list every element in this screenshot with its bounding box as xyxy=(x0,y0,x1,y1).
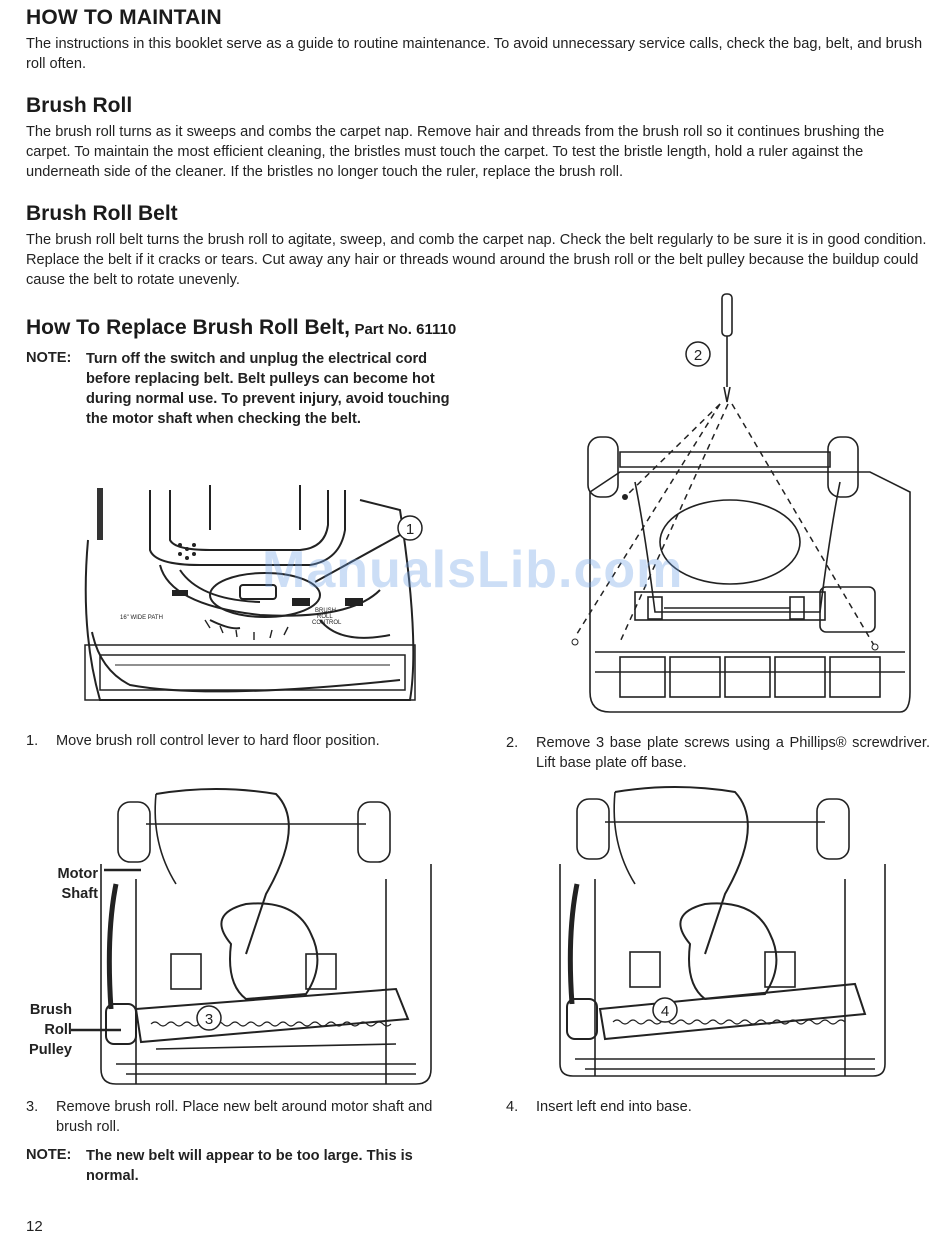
brush-roll-pulley-label-line2: Roll xyxy=(44,1022,72,1038)
figure-2-base-plate-screws: 2 xyxy=(571,293,911,713)
brush-roll-control-label-line2: ROLL xyxy=(317,614,333,620)
brush-roll-pulley-label: Brush Roll Pulley xyxy=(16,1000,72,1060)
wide-path-label: 16" WIDE PATH xyxy=(120,615,163,621)
callout-4-circle xyxy=(652,997,678,1023)
note-text: Turn off the switch and unplug the elect… xyxy=(86,351,450,427)
step-1-text: Move brush roll control lever to hard fl… xyxy=(56,733,380,749)
motor-shaft-label-line1: Motor xyxy=(57,866,98,882)
callout-4-number: 4 xyxy=(661,1003,669,1020)
figure-4-insert-left-end: 4 xyxy=(559,786,886,1077)
brush-roll-control-label-line3: CONTROL xyxy=(312,620,342,626)
page-title: HOW TO MAINTAIN xyxy=(26,6,222,29)
step-1-number: 1. xyxy=(26,733,39,749)
brush-roll-pulley-label-line1: Brush xyxy=(29,1002,72,1018)
step-2-text: Remove 3 base plate screws using a Phill… xyxy=(536,735,930,771)
motor-shaft-label: Motor Shaft xyxy=(40,864,98,904)
figure-3-remove-brush-roll: 3 xyxy=(71,788,432,1085)
callout-3-circle xyxy=(196,1005,222,1031)
note2-label: NOTE: xyxy=(26,1147,72,1163)
callout-2-circle xyxy=(685,341,711,367)
replace-heading: How To Replace Brush Roll Belt, Part No.… xyxy=(26,316,456,340)
watermark: ManualsLib.com xyxy=(262,541,684,599)
brush-roll-control-label-line1: BRUSH xyxy=(315,608,336,614)
callout-1-number: 1 xyxy=(406,521,414,538)
figure-1-brush-roll-control: 16" WIDE PATH BRUSH ROLL CONTROL 1 xyxy=(84,485,423,701)
note-label: NOTE: xyxy=(26,350,72,366)
brush-roll-belt-paragraph: The brush roll belt turns the brush roll… xyxy=(26,232,927,288)
motor-shaft-label-line2: Shaft xyxy=(61,886,98,902)
page-number: 12 xyxy=(26,1218,43,1235)
replace-heading-title: How To Replace Brush Roll Belt, xyxy=(26,316,350,339)
callout-2-number: 2 xyxy=(694,347,702,364)
brush-roll-heading: Brush Roll xyxy=(26,94,133,117)
step-4-number: 4. xyxy=(506,1099,519,1115)
intro-paragraph: The instructions in this booklet serve a… xyxy=(26,36,923,72)
callout-1-circle xyxy=(397,515,423,541)
note2-text: The new belt will appear to be too large… xyxy=(86,1148,413,1184)
part-number: Part No. 61110 xyxy=(354,321,457,338)
step-3-text: Remove brush roll. Place new belt around… xyxy=(56,1099,433,1135)
step-3-number: 3. xyxy=(26,1099,39,1115)
brush-roll-pulley-label-line3: Pulley xyxy=(29,1042,72,1058)
step-2-number: 2. xyxy=(506,735,519,751)
brush-roll-belt-heading: Brush Roll Belt xyxy=(26,202,178,225)
callout-3-number: 3 xyxy=(205,1011,213,1028)
step-4-text: Insert left end into base. xyxy=(536,1099,692,1115)
brush-roll-paragraph: The brush roll turns as it sweeps and co… xyxy=(26,124,885,180)
